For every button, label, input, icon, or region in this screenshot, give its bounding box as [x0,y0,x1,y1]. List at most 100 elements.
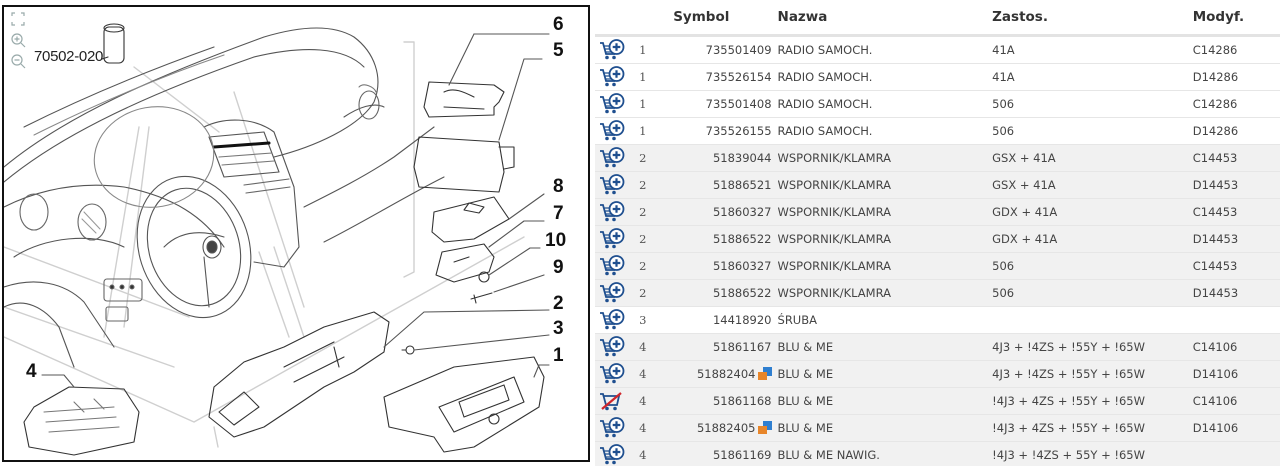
add-to-cart-icon[interactable] [599,147,625,169]
symbol-cell[interactable]: 51882404 [669,360,778,388]
table-row[interactable]: 4 51861168 BLU & ME !4J3 + 4ZS + !55Y + … [595,387,1280,415]
part-number[interactable]: 51839044 [712,151,772,165]
table-row[interactable]: 1 735501409 RADIO SAMOCH. 41A C14286 [595,35,1280,64]
add-to-cart-icon[interactable] [599,336,625,358]
callout-7[interactable]: 7 [553,203,564,224]
symbol-cell[interactable]: 51886522 [669,225,778,253]
callout-6[interactable]: 6 [553,14,564,35]
table-row[interactable]: 1 735526155 RADIO SAMOCH. 506 D14286 [595,117,1280,145]
callout-10[interactable]: 10 [545,230,567,251]
add-to-cart-icon[interactable] [599,120,625,142]
symbol-cell[interactable]: 51860327 [669,252,778,280]
symbol-cell[interactable]: 51839044 [669,144,778,172]
add-to-cart-icon[interactable] [599,309,625,331]
header-name[interactable]: Nazwa [777,0,993,37]
cart-cell[interactable] [595,35,640,64]
add-to-cart-icon[interactable] [599,255,625,277]
table-row[interactable]: 4 51861167 BLU & ME 4J3 + !4ZS + !55Y + … [595,333,1280,361]
symbol-cell[interactable]: 51886522 [669,279,778,307]
cart-cell[interactable] [595,360,640,388]
symbol-cell[interactable]: 14418920 [669,306,778,334]
add-to-cart-icon[interactable] [599,363,625,385]
header-modification[interactable]: Modyf. [1192,0,1280,37]
part-number[interactable]: 14418920 [712,313,772,327]
part-number[interactable]: 51861167 [712,340,772,354]
table-row[interactable]: 1 735526154 RADIO SAMOCH. 41A D14286 [595,63,1280,91]
callout-9[interactable]: 9 [553,257,564,278]
part-number[interactable]: 735501409 [705,43,772,57]
table-row[interactable]: 4 51861169 BLU & ME NAWIG. !4J3 + !4ZS +… [595,441,1280,466]
table-row[interactable]: 2 51886522 WSPORNIK/KLAMRA GDX + 41A D14… [595,225,1280,253]
cart-cell[interactable] [595,333,640,361]
add-to-cart-icon[interactable] [599,282,625,304]
part-number[interactable]: 735501408 [705,97,772,111]
table-row[interactable]: 1 735501408 RADIO SAMOCH. 506 C14286 [595,90,1280,118]
callout-4[interactable]: 4 [26,361,37,382]
cart-cell[interactable] [595,306,640,334]
part-number[interactable]: 51860327 [712,259,772,273]
table-row[interactable]: 4 51882404 BLU & ME 4J3 + !4ZS + !55Y + … [595,360,1280,388]
replacement-icon[interactable] [757,367,772,380]
part-number[interactable]: 51886521 [712,178,772,192]
callout-2[interactable]: 2 [553,293,564,314]
symbol-cell[interactable]: 735501409 [669,35,778,64]
add-to-cart-icon[interactable] [599,417,625,439]
cart-cell[interactable] [595,90,640,118]
table-row[interactable]: 3 14418920 ŚRUBA [595,306,1280,334]
cart-cell[interactable] [595,171,640,199]
table-row[interactable]: 4 51882405 BLU & ME !4J3 + 4ZS + !55Y + … [595,414,1280,442]
callout-5[interactable]: 5 [553,40,564,61]
exploded-parts-diagram[interactable]: 70502-020 6 5 8 7 10 9 2 3 1 4 [2,5,590,462]
symbol-cell[interactable]: 51861167 [669,333,778,361]
cart-cell[interactable] [595,414,640,442]
cart-cell[interactable] [595,387,640,415]
zoom-in-icon[interactable] [10,32,26,48]
callout-8[interactable]: 8 [553,176,564,197]
symbol-cell[interactable]: 51861169 [669,441,778,466]
table-row[interactable]: 2 51839044 WSPORNIK/KLAMRA GSX + 41A C14… [595,144,1280,172]
symbol-cell[interactable]: 51886521 [669,171,778,199]
part-number[interactable]: 735526155 [705,124,772,138]
symbol-cell[interactable]: 735526155 [669,117,778,145]
header-usage[interactable]: Zastos. [992,0,1193,37]
symbol-cell[interactable]: 51861168 [669,387,778,415]
cart-cell[interactable] [595,252,640,280]
cart-cell[interactable] [595,279,640,307]
part-number[interactable]: 51886522 [712,286,772,300]
cart-cell[interactable] [595,144,640,172]
part-number[interactable]: 735526154 [705,70,772,84]
part-number[interactable]: 51886522 [712,232,772,246]
add-to-cart-icon[interactable] [599,228,625,250]
part-number[interactable]: 51860327 [712,205,772,219]
part-number[interactable]: 51861169 [712,448,772,462]
cart-cell[interactable] [595,441,640,466]
fit-screen-icon[interactable] [10,11,26,27]
name-cell: WSPORNIK/KLAMRA [777,198,993,226]
part-number[interactable]: 51861168 [712,394,772,408]
table-row[interactable]: 2 51860327 WSPORNIK/KLAMRA 506 C14453 [595,252,1280,280]
symbol-cell[interactable]: 735501408 [669,90,778,118]
cart-cell[interactable] [595,225,640,253]
add-to-cart-icon[interactable] [599,39,625,61]
callout-3[interactable]: 3 [553,318,564,339]
replacement-icon[interactable] [757,421,772,434]
table-row[interactable]: 2 51886522 WSPORNIK/KLAMRA 506 D14453 [595,279,1280,307]
symbol-cell[interactable]: 51860327 [669,198,778,226]
cart-cell[interactable] [595,198,640,226]
add-to-cart-icon[interactable] [599,174,625,196]
cart-cell[interactable] [595,63,640,91]
add-to-cart-icon[interactable] [599,66,625,88]
symbol-cell[interactable]: 735526154 [669,63,778,91]
table-row[interactable]: 2 51886521 WSPORNIK/KLAMRA GSX + 41A D14… [595,171,1280,199]
part-number[interactable]: 51882405 [696,421,756,435]
cart-cell[interactable] [595,117,640,145]
symbol-cell[interactable]: 51882405 [669,414,778,442]
callout-1[interactable]: 1 [553,345,564,366]
zoom-out-icon[interactable] [10,53,26,69]
header-symbol[interactable]: Symbol [669,0,778,37]
part-number[interactable]: 51882404 [696,367,756,381]
add-to-cart-icon[interactable] [599,93,625,115]
add-to-cart-icon[interactable] [599,444,625,466]
add-to-cart-icon[interactable] [599,201,625,223]
table-row[interactable]: 2 51860327 WSPORNIK/KLAMRA GDX + 41A C14… [595,198,1280,226]
